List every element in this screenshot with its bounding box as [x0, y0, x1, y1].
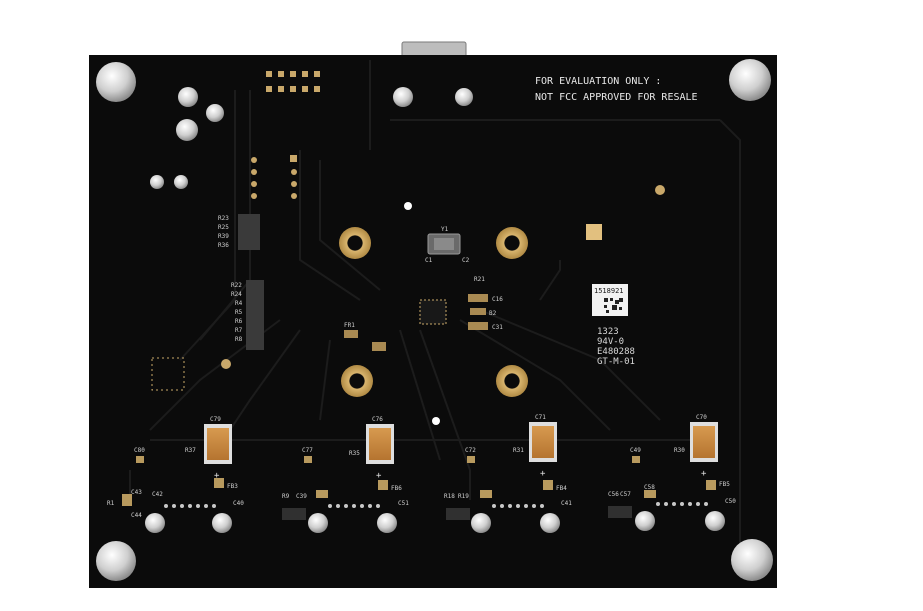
header-pins — [266, 71, 320, 92]
label-left-2: R25 — [218, 224, 229, 231]
label-smallcap-4: C49 — [630, 447, 641, 454]
label-bottom-7: R18 — [444, 493, 455, 500]
label-center-2: C31 — [492, 324, 503, 331]
label-conncap-3: C41 — [561, 500, 572, 507]
label-fb-4: FB5 — [719, 481, 730, 488]
label-center-5: C2 — [462, 257, 470, 264]
label-bottom-3: C42 — [152, 491, 163, 498]
board-mark-2: 94V-0 — [597, 337, 624, 347]
label-left2-3: R4 — [235, 300, 243, 307]
tantalum-caps — [204, 422, 718, 464]
svg-text:+: + — [376, 471, 382, 481]
notice-line-2: NOT FCC APPROVED FOR RESALE — [535, 92, 698, 103]
label-left2-2: R24 — [231, 291, 242, 298]
label-ferrite: FR1 — [344, 322, 355, 329]
label-bottom-4: C44 — [131, 512, 142, 519]
label-left-1: R23 — [218, 215, 229, 222]
notice-line-1: FOR EVALUATION ONLY : — [535, 76, 661, 87]
label-left-4: R36 — [218, 242, 229, 249]
board-mark-3: E480288 — [597, 347, 635, 357]
label-cap-1: C79 — [210, 416, 221, 423]
label-cap-2: C76 — [372, 416, 383, 423]
label-bottom-6: C39 — [296, 493, 307, 500]
label-left-3: R39 — [218, 233, 229, 240]
label-smallcap-1: C80 — [134, 447, 145, 454]
qr-code — [604, 298, 623, 313]
label-left2-4: R5 — [235, 309, 243, 316]
label-center-4: R21 — [474, 276, 485, 283]
label-bottom-10: C57 — [620, 491, 631, 498]
label-conncap-2: C51 — [398, 500, 409, 507]
label-bottom-9: C56 — [608, 491, 619, 498]
through-holes — [145, 87, 725, 533]
label-res-2: R35 — [349, 450, 360, 457]
label-center-1: C16 — [492, 296, 503, 303]
board-mark-4: GT-M-01 — [597, 357, 635, 367]
label-res-4: R30 — [674, 447, 685, 454]
label-left2-1: R22 — [231, 282, 242, 289]
label-bottom-1: R1 — [107, 500, 115, 507]
mounting-rings — [339, 227, 528, 397]
standoff-top-left — [96, 62, 136, 102]
label-res-3: R31 — [513, 447, 524, 454]
standoff-bottom-right — [731, 539, 773, 581]
main-ic — [419, 299, 447, 325]
label-bottom-11: C58 — [644, 484, 655, 491]
label-fb-3: FB4 — [556, 485, 567, 492]
label-left2-6: R7 — [235, 327, 243, 334]
standoff-bottom-left — [96, 541, 136, 581]
svg-text:+: + — [540, 469, 546, 479]
label-conncap-1: C40 — [233, 500, 244, 507]
standoff-top-right — [729, 59, 771, 101]
label-crystal: Y1 — [441, 226, 449, 233]
svg-text:+: + — [214, 471, 220, 481]
label-fb-1: FB3 — [227, 483, 238, 490]
label-cap-3: C71 — [535, 414, 546, 421]
standoffs — [96, 59, 773, 581]
label-fb-2: FB6 — [391, 485, 402, 492]
label-smallcap-2: C77 — [302, 447, 313, 454]
connector-passives — [122, 456, 716, 520]
board-mark-1: 1323 — [597, 327, 619, 337]
label-left2-5: R6 — [235, 318, 243, 325]
label-left2-7: R8 — [235, 336, 243, 343]
label-cap-4: C70 — [696, 414, 707, 421]
serial-label-text: 1518921 — [594, 287, 624, 295]
svg-text:+: + — [701, 469, 707, 479]
label-bottom-5: R9 — [282, 493, 290, 500]
ic-footprint — [151, 357, 185, 391]
pad-rows-left — [238, 214, 264, 350]
label-smallcap-3: C72 — [465, 447, 476, 454]
label-conncap-4: C50 — [725, 498, 736, 505]
label-center-6: C1 — [425, 257, 433, 264]
label-bottom-2: C43 — [131, 489, 142, 496]
label-bottom-8: R19 — [458, 493, 469, 500]
label-res-1: R37 — [185, 447, 196, 454]
connector-pin-rows — [164, 502, 708, 508]
label-center-3: B2 — [489, 310, 497, 317]
center-passives — [344, 294, 488, 351]
small-pads — [221, 155, 665, 425]
